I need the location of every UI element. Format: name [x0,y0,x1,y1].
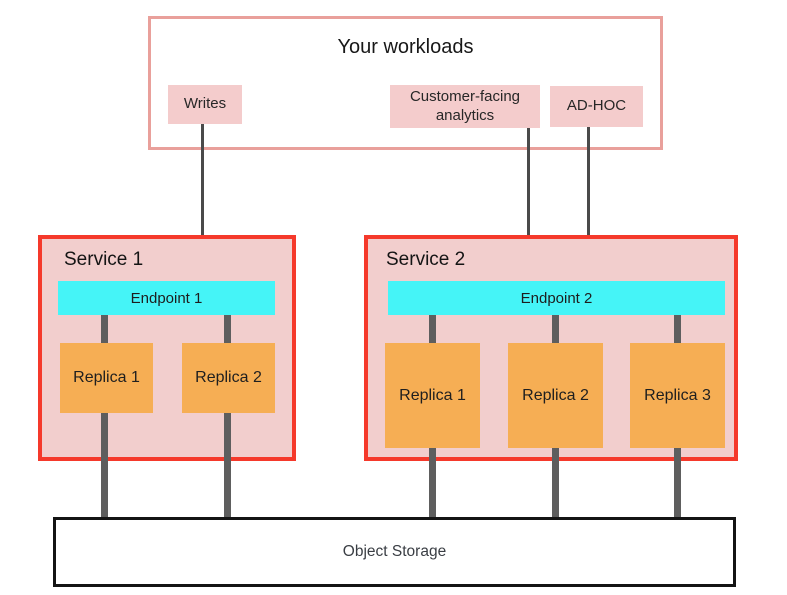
service-1-title: Service 1 [64,249,144,270]
workload-chip-adhoc-label: AD-HOC [566,97,627,115]
workload-chip-writes: Writes [168,85,242,124]
s1-replica1-storage-connector [101,413,108,519]
workload-chip-customer-facing-analytics-label: Customer-facing analytics [409,87,521,124]
workloads-title: Your workloads [337,36,474,58]
service-1-endpoint: Endpoint 1 [58,281,275,315]
arrow-shaft [526,128,530,259]
arrow-shaft [200,124,204,258]
service-1-replica-2: Replica 2 [182,343,275,413]
endpoint1-replica2-connector [224,315,231,343]
endpoint2-replica3-connector [674,315,681,343]
arrow-shaft [586,127,590,259]
service-2-replica-1: Replica 1 [385,343,480,448]
endpoint1-replica1-connector [101,315,108,343]
object-storage-label: Object Storage [342,543,447,560]
endpoint2-replica2-connector [552,315,559,343]
workload-chip-adhoc: AD-HOC [550,86,643,127]
service-2-replica-3: Replica 3 [630,343,725,448]
endpoint2-replica1-connector [429,315,436,343]
s2-replica1-storage-connector [429,448,436,519]
object-storage-box: Object Storage [53,517,736,587]
s1-replica2-storage-connector [224,413,231,519]
service-2-endpoint: Endpoint 2 [388,281,725,315]
s2-replica3-storage-connector [674,448,681,519]
service-2-box: Service 2 Endpoint 2 Replica 1 Replica 2… [364,235,738,461]
service-1-replica-1: Replica 1 [60,343,153,413]
workload-chip-writes-label: Writes [183,95,227,113]
service-2-replica-2: Replica 2 [508,343,603,448]
service-2-title: Service 2 [386,249,466,270]
s2-replica2-storage-connector [552,448,559,519]
service-1-box: Service 1 Endpoint 1 Replica 1 Replica 2 [38,235,296,461]
workloads-box: Your workloads Writes Customer-facing an… [148,16,663,150]
workload-chip-customer-facing-analytics: Customer-facing analytics [390,85,540,128]
